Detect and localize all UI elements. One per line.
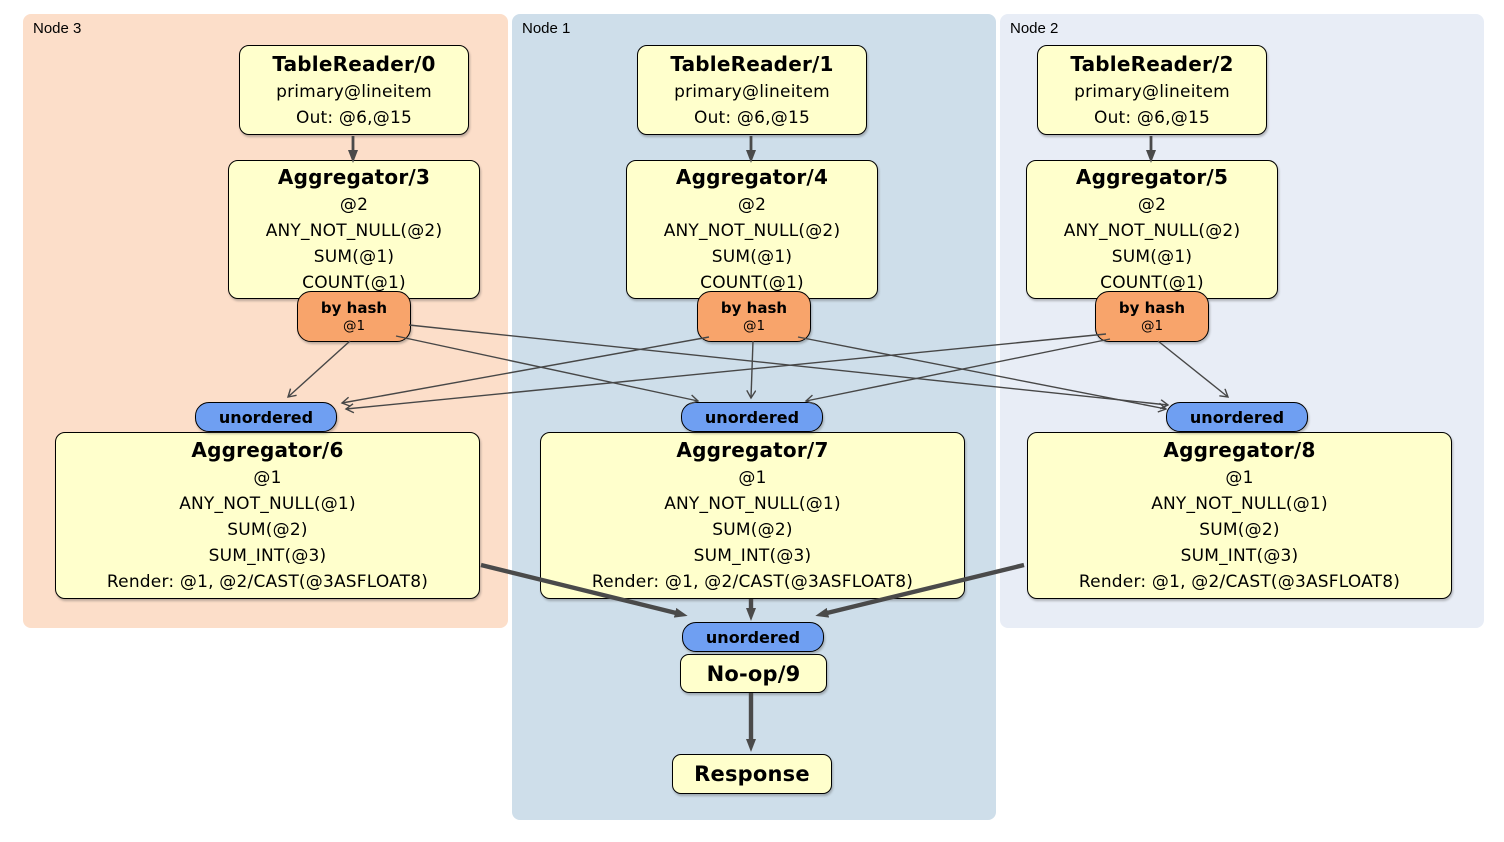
operator-title: Aggregator/8 (1163, 438, 1316, 462)
operator-detail: COUNT(@1) (302, 273, 406, 293)
operator-detail: SUM_INT(@3) (1180, 546, 1299, 566)
stream-label: unordered (705, 627, 801, 647)
operator-detail: Render: @1, @2/CAST(@3ASFLOAT8) (106, 572, 429, 592)
node-group-1-label: Node 1 (522, 20, 571, 37)
operator-title: Response (694, 762, 810, 786)
operator-detail: ANY_NOT_NULL(@1) (1151, 494, 1328, 514)
table-reader-2-node: TableReader/2 primary@lineitem Out: @6,@… (1037, 45, 1267, 135)
stream-unordered-2: unordered (1166, 402, 1308, 432)
operator-detail: SUM_INT(@3) (208, 546, 327, 566)
operator-detail: ANY_NOT_NULL(@1) (664, 494, 841, 514)
response-node: Response (672, 754, 832, 794)
stream-unordered-0: unordered (195, 402, 337, 432)
operator-detail: primary@lineitem (276, 81, 432, 102)
operator-detail: ANY_NOT_NULL(@2) (1063, 221, 1241, 241)
operator-detail: @2 (339, 195, 369, 215)
operator-title: Aggregator/3 (277, 165, 431, 189)
operator-detail: SUM_INT(@3) (693, 546, 812, 566)
operator-title: Aggregator/5 (1075, 165, 1229, 189)
router-key: @1 (1140, 317, 1164, 334)
aggregator-7-node: Aggregator/7 @1 ANY_NOT_NULL(@1) SUM(@2)… (540, 432, 965, 599)
operator-detail: SUM(@2) (227, 520, 308, 540)
router-label: by hash (320, 298, 388, 317)
operator-detail: @2 (1137, 195, 1167, 215)
router-label: by hash (720, 298, 788, 317)
operator-detail: @2 (737, 195, 767, 215)
operator-detail: COUNT(@1) (700, 273, 804, 293)
operator-detail: @1 (1225, 468, 1254, 488)
hash-router-0: by hash @1 (297, 291, 411, 342)
operator-detail: @1 (738, 468, 767, 488)
node-group-2-label: Node 2 (1010, 20, 1059, 37)
stream-unordered-1: unordered (681, 402, 823, 432)
aggregator-6-node: Aggregator/6 @1 ANY_NOT_NULL(@1) SUM(@2)… (55, 432, 480, 599)
aggregator-4-node: Aggregator/4 @2 ANY_NOT_NULL(@2) SUM(@1)… (626, 160, 878, 299)
operator-detail: ANY_NOT_NULL(@1) (179, 494, 356, 514)
aggregator-5-node: Aggregator/5 @2 ANY_NOT_NULL(@2) SUM(@1)… (1026, 160, 1278, 299)
table-reader-0-node: TableReader/0 primary@lineitem Out: @6,@… (239, 45, 469, 135)
operator-title: Aggregator/4 (675, 165, 829, 189)
operator-detail: SUM(@2) (1199, 520, 1280, 540)
operator-title: TableReader/0 (272, 51, 436, 76)
operator-detail: SUM(@2) (712, 520, 793, 540)
stream-label: unordered (704, 407, 800, 427)
hash-router-2: by hash @1 (1095, 291, 1209, 342)
operator-title: No-op/9 (706, 661, 801, 686)
router-label: by hash (1118, 298, 1186, 317)
operator-detail: Render: @1, @2/CAST(@3ASFLOAT8) (591, 572, 914, 592)
operator-detail: Out: @6,@15 (1093, 107, 1210, 128)
stream-label: unordered (218, 407, 314, 427)
aggregator-3-node: Aggregator/3 @2 ANY_NOT_NULL(@2) SUM(@1)… (228, 160, 480, 299)
operator-detail: ANY_NOT_NULL(@2) (265, 221, 443, 241)
table-reader-1-node: TableReader/1 primary@lineitem Out: @6,@… (637, 45, 867, 135)
node-group-3-label: Node 3 (33, 20, 82, 37)
operator-detail: COUNT(@1) (1100, 273, 1204, 293)
operator-detail: primary@lineitem (674, 81, 830, 102)
hash-router-1: by hash @1 (697, 291, 811, 342)
operator-title: TableReader/2 (1070, 51, 1234, 76)
operator-detail: Render: @1, @2/CAST(@3ASFLOAT8) (1078, 572, 1401, 592)
stream-unordered-final: unordered (682, 622, 824, 652)
operator-title: Aggregator/6 (191, 438, 344, 462)
operator-detail: Out: @6,@15 (295, 107, 412, 128)
router-key: @1 (742, 317, 766, 334)
operator-title: Aggregator/7 (676, 438, 829, 462)
stream-label: unordered (1189, 407, 1285, 427)
operator-detail: SUM(@1) (1111, 247, 1193, 267)
router-key: @1 (342, 317, 366, 334)
aggregator-8-node: Aggregator/8 @1 ANY_NOT_NULL(@1) SUM(@2)… (1027, 432, 1452, 599)
operator-detail: SUM(@1) (711, 247, 793, 267)
operator-detail: primary@lineitem (1074, 81, 1230, 102)
operator-detail: SUM(@1) (313, 247, 395, 267)
operator-detail: Out: @6,@15 (693, 107, 810, 128)
operator-detail: @1 (253, 468, 282, 488)
operator-detail: ANY_NOT_NULL(@2) (663, 221, 841, 241)
operator-title: TableReader/1 (670, 51, 834, 76)
noop-9-node: No-op/9 (680, 654, 827, 693)
